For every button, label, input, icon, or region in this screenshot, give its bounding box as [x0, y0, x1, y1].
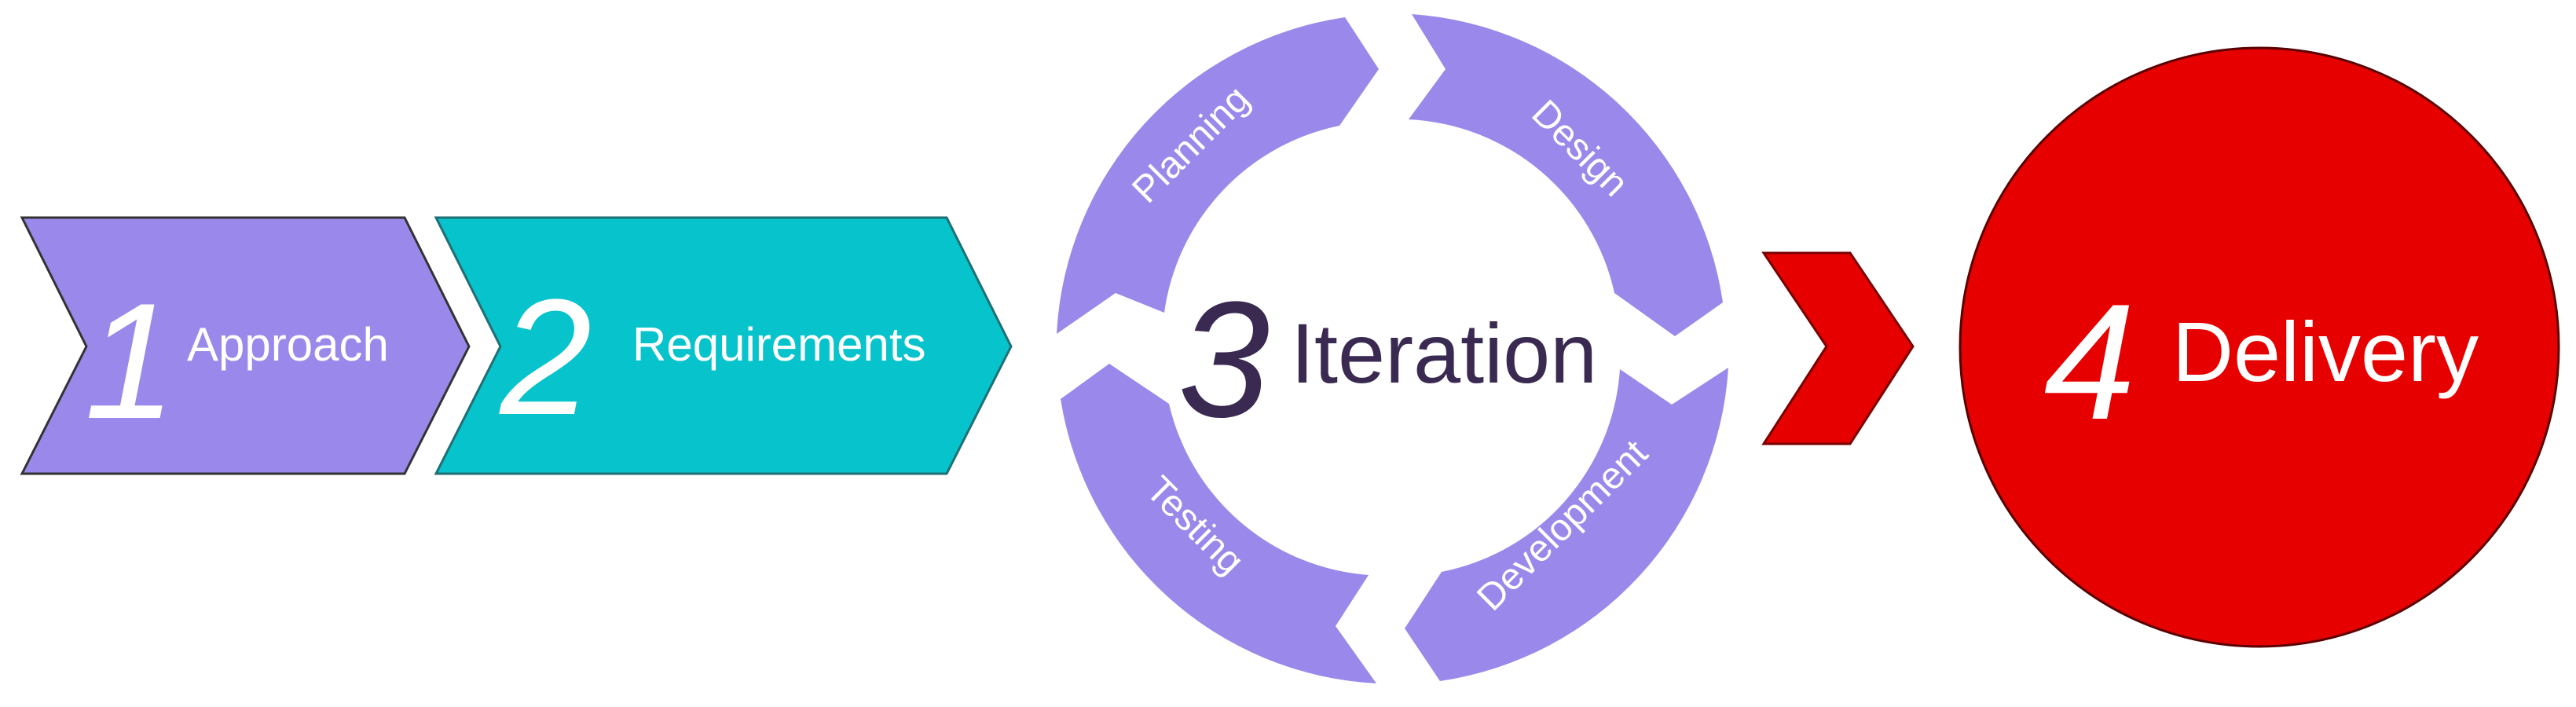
delivery-label: Delivery [2172, 304, 2479, 399]
connector-chevron [1761, 251, 1915, 445]
requirements-chevron [434, 216, 1013, 475]
approach-number: 1 [85, 269, 177, 453]
cycle-arrow-testing [1061, 364, 1376, 683]
requirements-label: Requirements [632, 318, 926, 371]
approach-label: Approach [187, 318, 389, 371]
cycle-arrow-planning [1057, 17, 1379, 334]
approach-chevron [20, 216, 471, 475]
delivery-number: 4 [2044, 269, 2136, 454]
stage-delivery: 4 Delivery [1959, 46, 2560, 648]
iteration-number: 3 [1178, 267, 1270, 452]
iteration-label: Iteration [1291, 306, 1597, 401]
cycle-arrow-development [1405, 368, 1728, 681]
stage-requirements: 2 Requirements [434, 216, 1013, 475]
stage-iteration: Planning Design Development Testing 3 It… [1057, 14, 1728, 683]
stage-approach: 1 Approach [20, 216, 471, 475]
delivery-circle [1959, 46, 2560, 648]
requirements-number: 2 [499, 265, 592, 449]
cycle-arrow-design [1409, 14, 1723, 336]
